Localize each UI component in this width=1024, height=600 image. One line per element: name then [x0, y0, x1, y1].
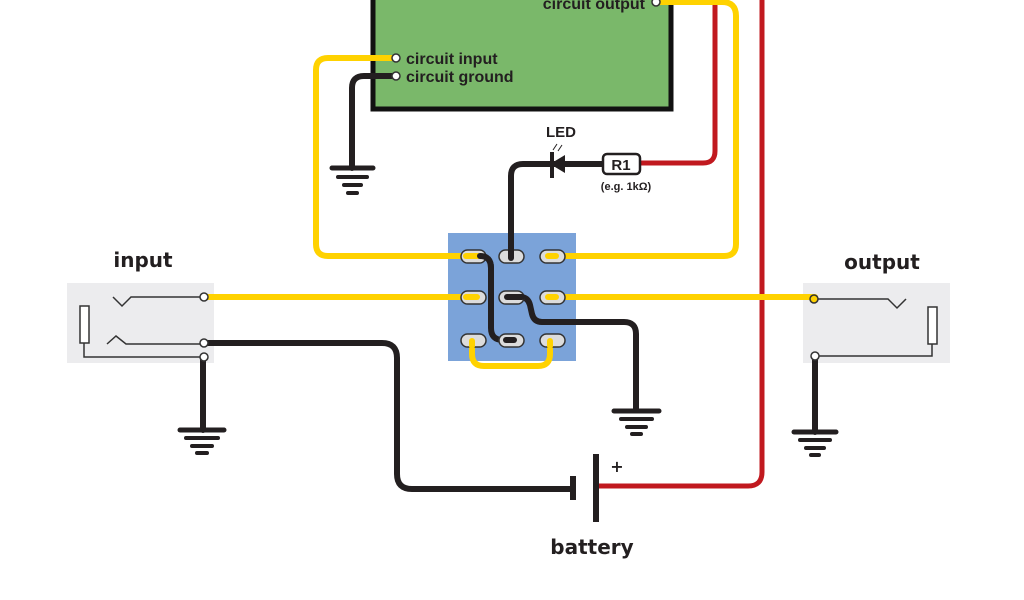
ground-icon-1 — [329, 165, 376, 195]
wire-battery-negative — [202, 340, 575, 492]
label-circuit-ground: circuit ground — [406, 69, 514, 86]
ground-icon-2 — [611, 408, 662, 436]
label-battery: battery — [550, 535, 633, 559]
output-jack-sleeve — [810, 351, 820, 361]
label-led: LED — [546, 124, 576, 141]
input-jack-tip — [199, 292, 209, 302]
wire-battery-positive — [595, 0, 765, 489]
resistor-r1: R1 (e.g. 1kΩ) — [601, 152, 652, 193]
label-input: input — [113, 248, 173, 272]
wire-switch-ground — [505, 294, 639, 413]
terminal-circuit-ground — [391, 71, 401, 81]
circuit-board — [370, 0, 674, 112]
wire-r1-power — [637, 0, 718, 166]
resistor-body — [601, 152, 642, 176]
ground-icon-3 — [177, 427, 227, 455]
input-jack-sleeve — [199, 352, 209, 362]
output-jack-body — [803, 283, 950, 363]
label-r1: R1 — [611, 157, 630, 174]
led-diode-icon — [550, 155, 565, 173]
led: LED — [546, 124, 576, 178]
label-circuit-input: circuit input — [406, 51, 498, 68]
wire-circuit-output — [547, 0, 739, 259]
label-output: output — [844, 250, 920, 274]
battery-icon — [570, 454, 599, 522]
ground-icon-4 — [791, 429, 839, 457]
wire-circuit-input — [313, 55, 470, 259]
label-battery-positive: + — [610, 457, 623, 476]
terminal-circuit-output — [651, 0, 661, 7]
input-jack-ring — [199, 338, 209, 348]
output-jack — [809, 294, 938, 361]
wire-circuit-ground — [349, 73, 398, 171]
output-jack-tip — [809, 294, 819, 304]
label-circuit-output: circuit output — [543, 0, 646, 13]
circuit-board-body — [370, 0, 674, 112]
wire-bottom-loop — [469, 337, 553, 369]
input-jack — [79, 292, 209, 362]
label-r1-note: (e.g. 1kΩ) — [601, 181, 652, 193]
terminal-circuit-input — [391, 53, 401, 63]
wire-led-switch — [508, 161, 606, 259]
